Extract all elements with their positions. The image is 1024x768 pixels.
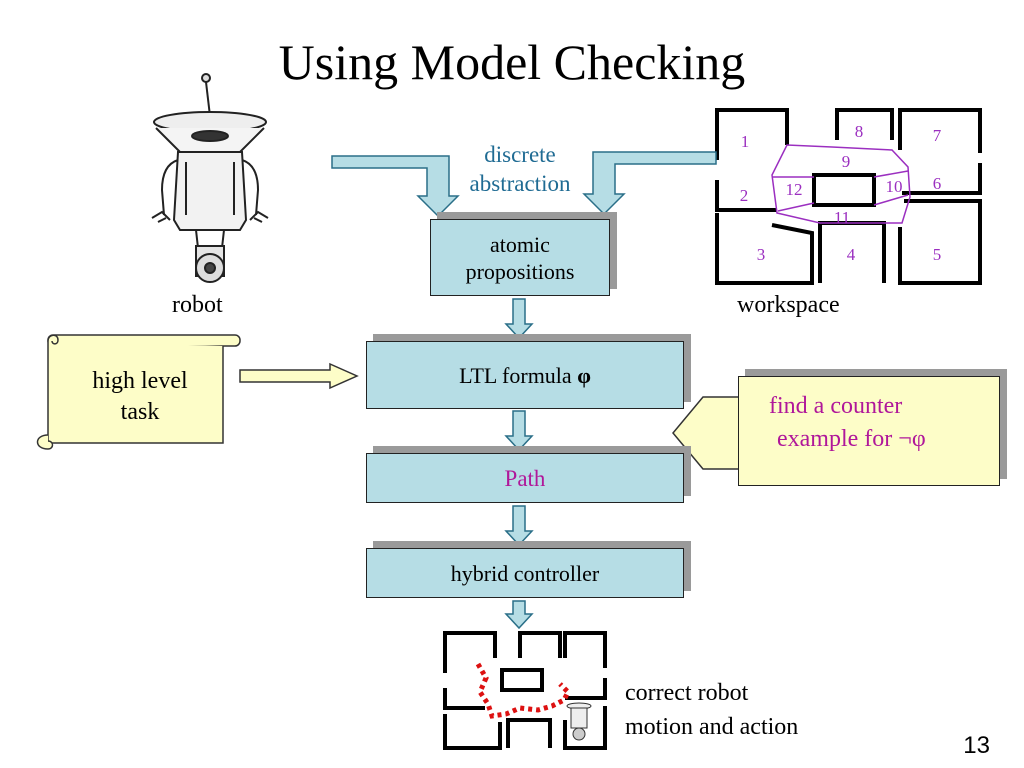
atomic-propositions-box: atomic propositions: [430, 219, 610, 296]
discrete-abstraction-label: discrete abstraction: [452, 140, 588, 198]
hybrid-to-motion-arrow: [504, 600, 534, 630]
path-to-hybrid-arrow: [504, 505, 534, 547]
region-8: 8: [855, 122, 864, 141]
region-2: 2: [740, 186, 749, 205]
robot-icon: [151, 73, 269, 283]
path-box: Path: [366, 453, 684, 503]
ltl-to-path-arrow: [504, 410, 534, 452]
region-9: 9: [842, 152, 851, 171]
robot-to-atomic-arrow: [331, 155, 460, 218]
motion-map-icon: [443, 631, 607, 750]
task-to-ltl-arrow: [239, 362, 359, 390]
task-line1: high level: [92, 368, 188, 394]
scroll-icon: [36, 334, 241, 450]
outcome-line2: motion and action: [625, 714, 799, 740]
ltl-formula-box: LTL formula φ: [366, 341, 684, 409]
atomic-line1: atomic: [490, 231, 550, 257]
atomic-to-ltl-arrow: [504, 298, 534, 340]
outcome-label: correct robot motion and action: [625, 676, 798, 744]
path-label: Path: [504, 465, 546, 491]
workspace-to-atomic-arrow: [582, 151, 717, 216]
region-4: 4: [847, 245, 856, 264]
atomic-line2: propositions: [465, 258, 575, 284]
counter-example-box: find a counter example for ¬φ: [738, 376, 1000, 486]
slide-title: Using Model Checking: [278, 34, 746, 90]
page-number: 13: [963, 732, 990, 759]
outcome-line1: correct robot: [625, 680, 749, 706]
counter-line2: example for ¬φ: [777, 426, 926, 452]
hybrid-controller-box: hybrid controller: [366, 548, 684, 598]
hybrid-label: hybrid controller: [450, 560, 600, 586]
workspace-label: workspace: [737, 292, 840, 318]
task-line2: task: [120, 399, 160, 425]
discrete-label-line1: discrete: [484, 142, 556, 167]
ltl-label: LTL formula: [459, 362, 578, 388]
region-7: 7: [933, 126, 942, 145]
region-6: 6: [933, 174, 942, 193]
region-5: 5: [933, 245, 942, 264]
region-1: 1: [741, 132, 750, 151]
discrete-label-line2: abstraction: [469, 171, 571, 196]
region-11: 11: [834, 208, 850, 227]
counter-line1: find a counter: [769, 393, 903, 419]
robot-label: robot: [172, 292, 223, 318]
workspace-map-icon: 1 2 3 4 5 6 7 8 9 10 11 12: [715, 108, 982, 285]
mini-robot-icon: [566, 702, 592, 741]
robot-path-line: [475, 662, 572, 719]
region-3: 3: [757, 245, 766, 264]
region-10: 10: [886, 177, 903, 196]
region-12: 12: [786, 180, 803, 199]
phi-symbol: φ: [577, 362, 591, 388]
high-level-task-label: high level task: [55, 366, 225, 428]
